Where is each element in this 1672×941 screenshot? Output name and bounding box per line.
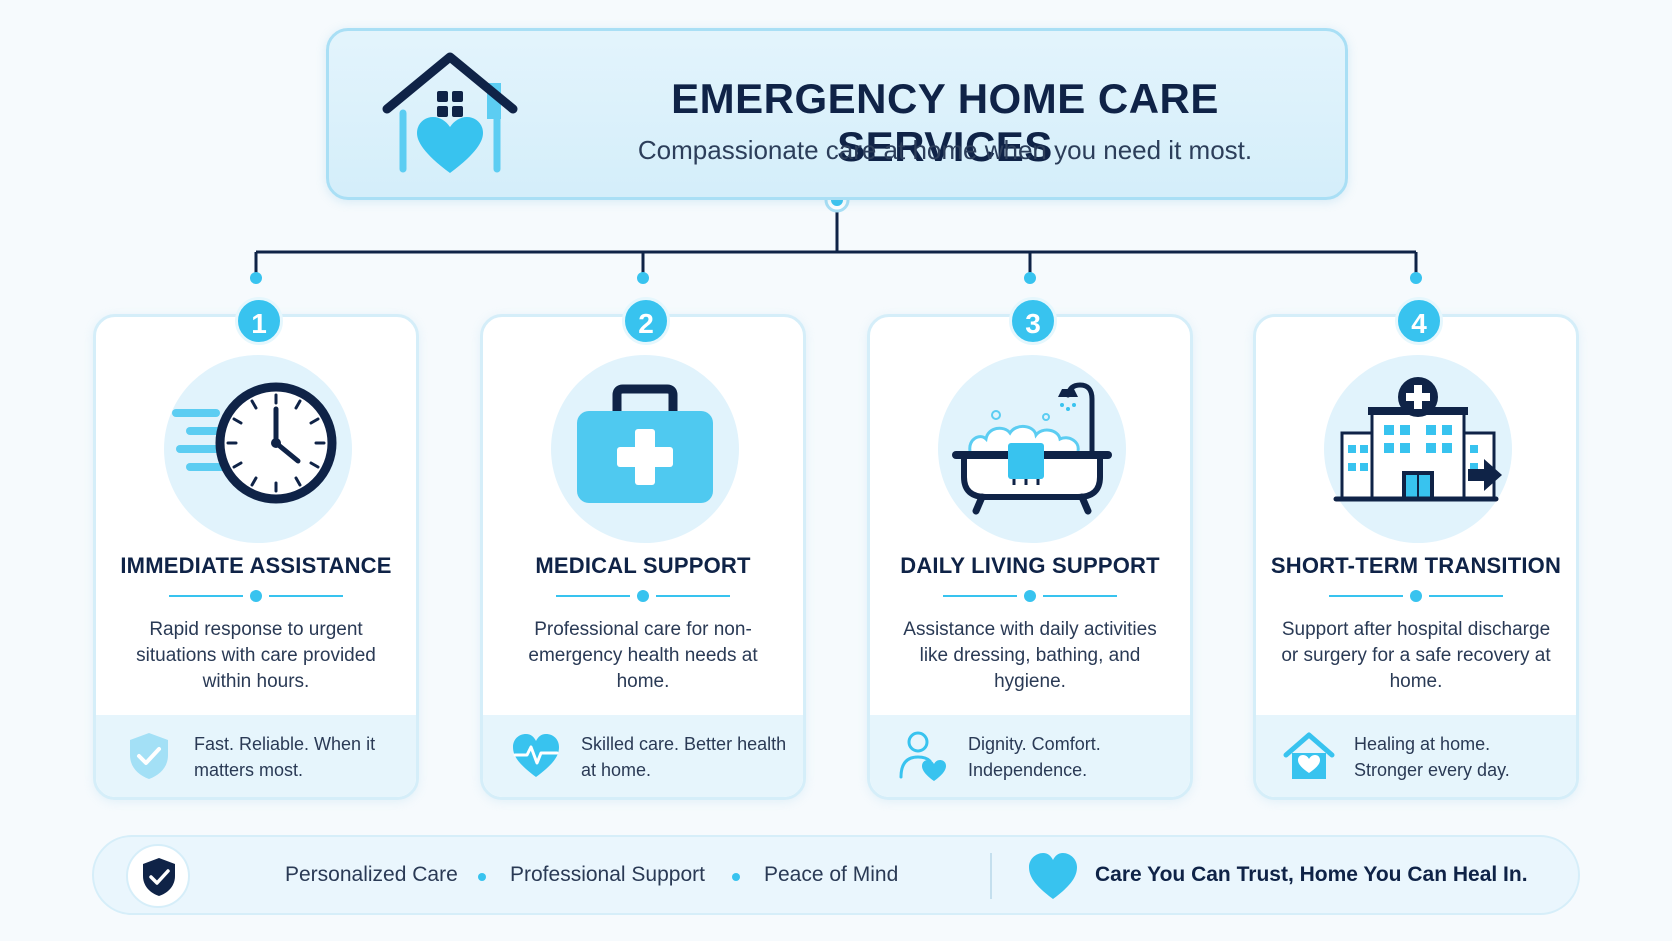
service-card-medical-support: 2 MEDICAL SUPPORT Professional care for … <box>480 297 806 800</box>
step-number-badge: 4 <box>1395 297 1443 345</box>
step-number-badge: 3 <box>1009 297 1057 345</box>
pillar-peace-of-mind: Peace of Mind <box>764 863 899 886</box>
separator-dot <box>732 873 740 881</box>
card-footer: Dignity. Comfort. Independence. <box>870 715 1190 797</box>
card-description: Assistance with daily activities like dr… <box>903 619 1157 692</box>
card-description: Support after hospital discharge or surg… <box>1281 619 1551 692</box>
service-card-short-term-transition: 4 <box>1253 297 1579 800</box>
icon-circle <box>1324 355 1512 543</box>
card-title: SHORT-TERM TRANSITION <box>1270 553 1562 578</box>
shield-check-icon <box>130 733 168 779</box>
icon-circle <box>551 355 739 543</box>
divider <box>556 590 730 602</box>
tagline: Care You Can Trust, Home You Can Heal In… <box>1095 863 1528 886</box>
card-description: Professional care for non-emergency heal… <box>528 619 758 692</box>
step-number-badge: 1 <box>235 297 283 345</box>
hospital-icon <box>1333 377 1502 502</box>
card-footer-text: Skilled care. Better health at home. <box>581 734 787 780</box>
separator-dot <box>478 873 486 881</box>
heartbeat-icon <box>513 734 559 777</box>
card-description: Rapid response to urgent situations with… <box>136 619 376 692</box>
divider <box>169 590 343 602</box>
heart-icon <box>1029 853 1077 899</box>
bottom-banner: Personalized Care Professional Support P… <box>92 835 1580 915</box>
service-card-immediate-assistance: 1 <box>93 297 419 800</box>
pillar-professional-support: Professional Support <box>510 863 705 886</box>
pillar-personalized-care: Personalized Care <box>285 863 458 886</box>
vertical-divider <box>990 853 992 899</box>
card-footer: Healing at home. Stronger every day. <box>1256 715 1576 797</box>
card-footer-text: Dignity. Comfort. Independence. <box>968 734 1101 780</box>
bathtub-icon <box>952 382 1112 515</box>
house-heart-icon <box>382 52 518 173</box>
card-footer: Skilled care. Better health at home. <box>483 715 803 797</box>
service-card-daily-living-support: 3 DAILY LIVING SUPPORT <box>867 297 1193 800</box>
person-heart-icon <box>899 731 946 781</box>
card-title: IMMEDIATE ASSISTANCE <box>120 553 392 578</box>
divider <box>943 590 1117 602</box>
step-number-badge: 2 <box>622 297 670 345</box>
card-footer-text: Fast. Reliable. When it matters most. <box>194 734 376 780</box>
card-footer: Fast. Reliable. When it matters most. <box>96 715 416 797</box>
page-title: EMERGENCY HOME CARE SERVICES <box>671 75 1219 170</box>
shield-check-icon <box>143 858 175 896</box>
header-banner: EMERGENCY HOME CARE SERVICES Compassiona… <box>326 28 1348 200</box>
divider <box>1329 590 1503 602</box>
home-heart-icon <box>1283 732 1335 779</box>
card-title: MEDICAL SUPPORT <box>535 553 751 578</box>
card-title: DAILY LIVING SUPPORT <box>900 553 1160 578</box>
card-footer-text: Healing at home. Stronger every day. <box>1354 734 1510 780</box>
medical-kit-icon <box>577 384 713 503</box>
icon-circle <box>164 355 352 543</box>
icon-circle <box>938 355 1126 543</box>
page-subtitle: Compassionate care at home when you need… <box>637 135 1253 165</box>
shield-badge <box>126 844 190 908</box>
clock-icon <box>172 382 337 504</box>
